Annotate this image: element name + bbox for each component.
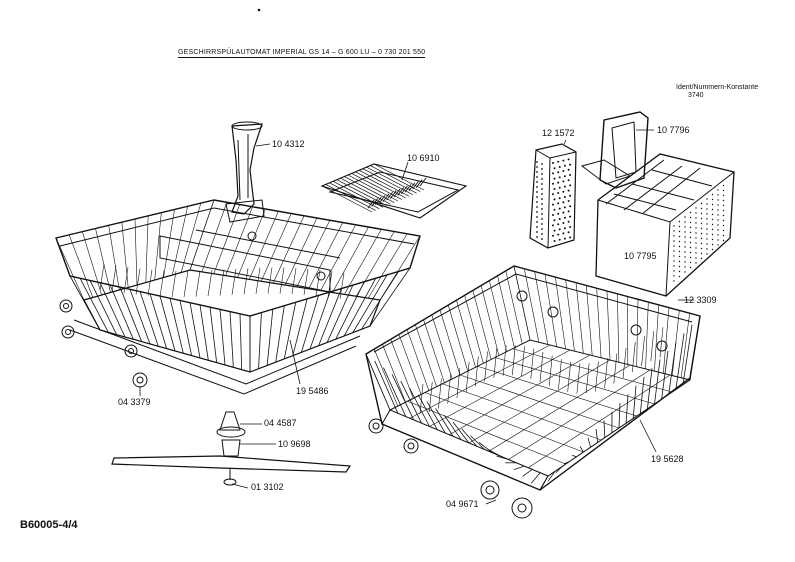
part-label-107795: 10 7795 — [624, 251, 657, 261]
part-label-109698: 10 9698 — [278, 439, 311, 449]
part-label-121572: 12 1572 — [542, 128, 575, 138]
artifact-dot — [257, 8, 261, 12]
funnel-holder-drawing — [225, 121, 265, 223]
cutlery-basket-drawing — [529, 143, 577, 249]
cutlery-box-drawing — [595, 153, 735, 297]
part-label-044587: 04 4587 — [264, 418, 297, 428]
leader-lines — [139, 129, 694, 505]
part-label-013102: 01 3102 — [251, 482, 284, 492]
part-label-107796: 10 7796 — [657, 125, 690, 135]
part-label-104312: 10 4312 — [272, 139, 305, 149]
ident-label: Ident/Nummern-Konstante — [676, 84, 759, 91]
part-label-106910: 10 6910 — [407, 153, 440, 163]
part-label-195628: 19 5628 — [651, 454, 684, 464]
part-label-043379: 04 3379 — [118, 397, 151, 407]
drawing-code: B60005-4/4 — [20, 519, 78, 531]
part-label-049671: 04 9671 — [446, 499, 479, 509]
wheel-043379-drawing — [132, 372, 148, 388]
lower-basket-wheels — [368, 290, 668, 519]
lower-basket-drawing — [365, 265, 701, 519]
document-title: GESCHIRRSPÜLAUTOMAT IMPERIAL GS 14 – G 6… — [178, 49, 426, 58]
spray-arm-drawing — [111, 411, 352, 486]
cup-rack-drawing — [320, 163, 468, 219]
part-label-195486: 19 5486 — [296, 386, 329, 396]
upper-basket-wheels — [59, 231, 326, 358]
lid-drawing — [580, 111, 649, 189]
upper-basket-drawing — [55, 199, 421, 395]
part-label-123309: 12 3309 — [684, 295, 717, 305]
ident-value: 3740 — [688, 92, 704, 99]
